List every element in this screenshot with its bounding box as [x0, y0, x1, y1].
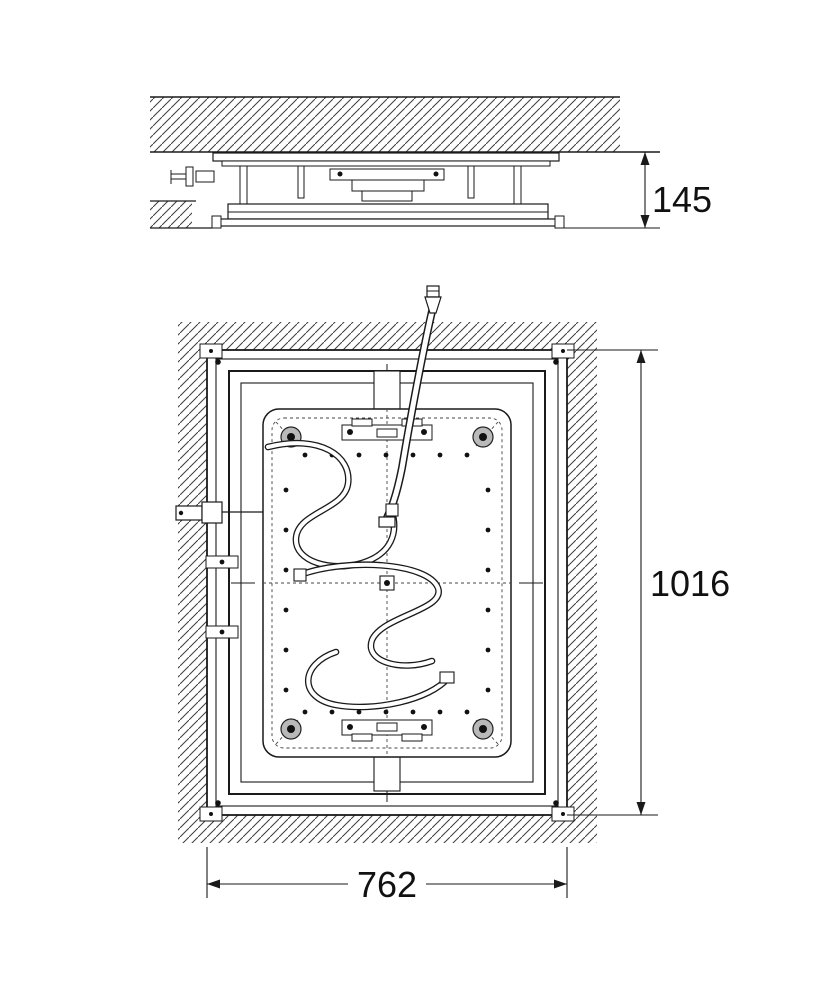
- hose-upper-loop: [264, 439, 398, 570]
- hose-connectors: [293, 503, 455, 684]
- ceiling-slab-hatch: [150, 97, 620, 152]
- arrowhead-left: [207, 879, 220, 889]
- hose-lower-loop: [305, 648, 452, 711]
- dimension-label-height: 1016: [650, 563, 730, 604]
- plan-view: 1016 762: [175, 285, 730, 905]
- water-inlet-fitting: [170, 166, 215, 187]
- bottom-center-bracket: [373, 756, 401, 792]
- bottom-rail-bracket: [341, 719, 433, 742]
- dimension-label-width: 762: [357, 864, 417, 905]
- corner-mount-tabs: [199, 343, 575, 822]
- screw-holes: [283, 452, 491, 715]
- dimension-762: 762: [206, 847, 568, 905]
- arrowhead-up: [640, 152, 650, 165]
- hose-middle-loop: [296, 561, 442, 669]
- top-center-bracket: [373, 370, 401, 410]
- arrowhead-down: [640, 215, 650, 228]
- left-brackets: [205, 555, 239, 639]
- arrowhead-right: [554, 879, 567, 889]
- side-view: 145: [150, 96, 712, 229]
- hose-bottom-connector: [378, 516, 396, 528]
- arrowhead-up: [636, 350, 646, 363]
- left-inlet-fitting: [175, 501, 263, 524]
- dimension-1016: 1016: [567, 349, 730, 816]
- hose-top-cone: [424, 296, 442, 314]
- corner-screw-bosses: [280, 426, 494, 740]
- arrowhead-down: [636, 802, 646, 815]
- side-view-module: [170, 152, 565, 229]
- finished-ceiling-edge: [150, 200, 212, 229]
- dimension-label-depth: 145: [652, 179, 712, 220]
- dimension-145: 145: [563, 152, 712, 229]
